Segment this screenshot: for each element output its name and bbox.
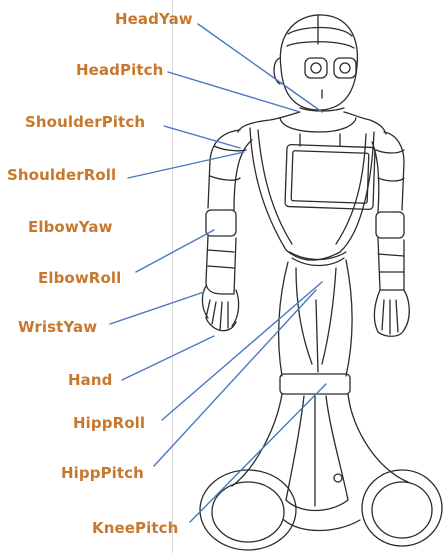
label-headpitch: HeadPitch — [76, 61, 163, 79]
leader-line-wristyaw — [110, 292, 204, 324]
label-kneepitch: KneePitch — [92, 519, 178, 537]
robot-torso — [238, 112, 386, 266]
leader-line-shoulderroll — [128, 152, 244, 178]
label-shoulderpitch: ShoulderPitch — [25, 113, 145, 131]
leader-line-shoulderpitch — [164, 126, 240, 148]
label-elbowroll: ElbowRoll — [38, 269, 121, 287]
robot-head — [274, 15, 357, 111]
label-hand: Hand — [68, 371, 113, 389]
label-headyaw: HeadYaw — [115, 10, 193, 28]
label-wristyaw: WristYaw — [18, 318, 97, 336]
label-hipproll: HippRoll — [73, 414, 145, 432]
leader-line-hand — [122, 336, 214, 380]
leader-line-hipproll — [162, 282, 322, 420]
leader-line-hipppitch — [154, 290, 316, 466]
robot-right-arm — [372, 132, 409, 336]
label-hipppitch: HippPitch — [61, 464, 144, 482]
label-elbowyaw: ElbowYaw — [28, 218, 113, 236]
leader-line-headpitch — [168, 72, 300, 112]
label-shoulderroll: ShoulderRoll — [7, 166, 116, 184]
leader-line-elbowroll — [136, 230, 214, 272]
robot-lower-body — [232, 260, 408, 506]
leader-line-headyaw — [198, 24, 322, 112]
